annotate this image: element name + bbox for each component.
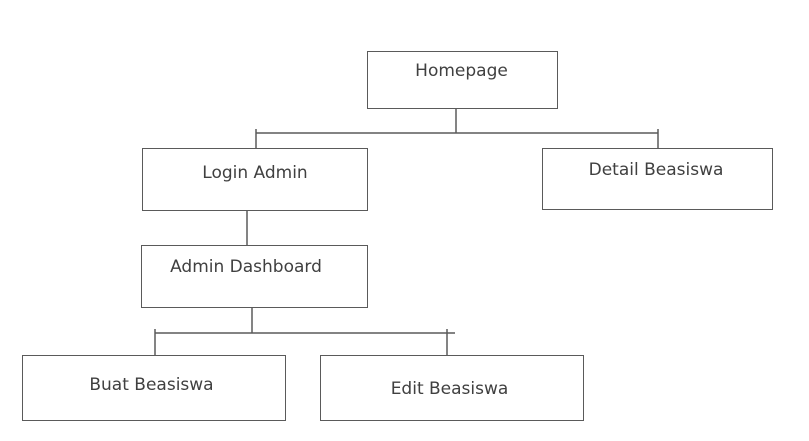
node-edit-beasiswa: Edit Beasiswa [320,355,584,421]
node-label: Detail Beasiswa [588,160,724,180]
node-label: Admin Dashboard [170,257,322,277]
node-admin-dashboard: Admin Dashboard [141,245,368,308]
node-detail-beasiswa: Detail Beasiswa [542,148,773,210]
node-label: Homepage [415,61,508,81]
node-label: Edit Beasiswa [390,379,509,399]
node-login-admin: Login Admin [142,148,368,211]
node-buat-beasiswa: Buat Beasiswa [22,355,286,421]
node-label: Buat Beasiswa [89,375,214,395]
node-label: Login Admin [202,163,308,183]
node-homepage: Homepage [367,51,558,109]
